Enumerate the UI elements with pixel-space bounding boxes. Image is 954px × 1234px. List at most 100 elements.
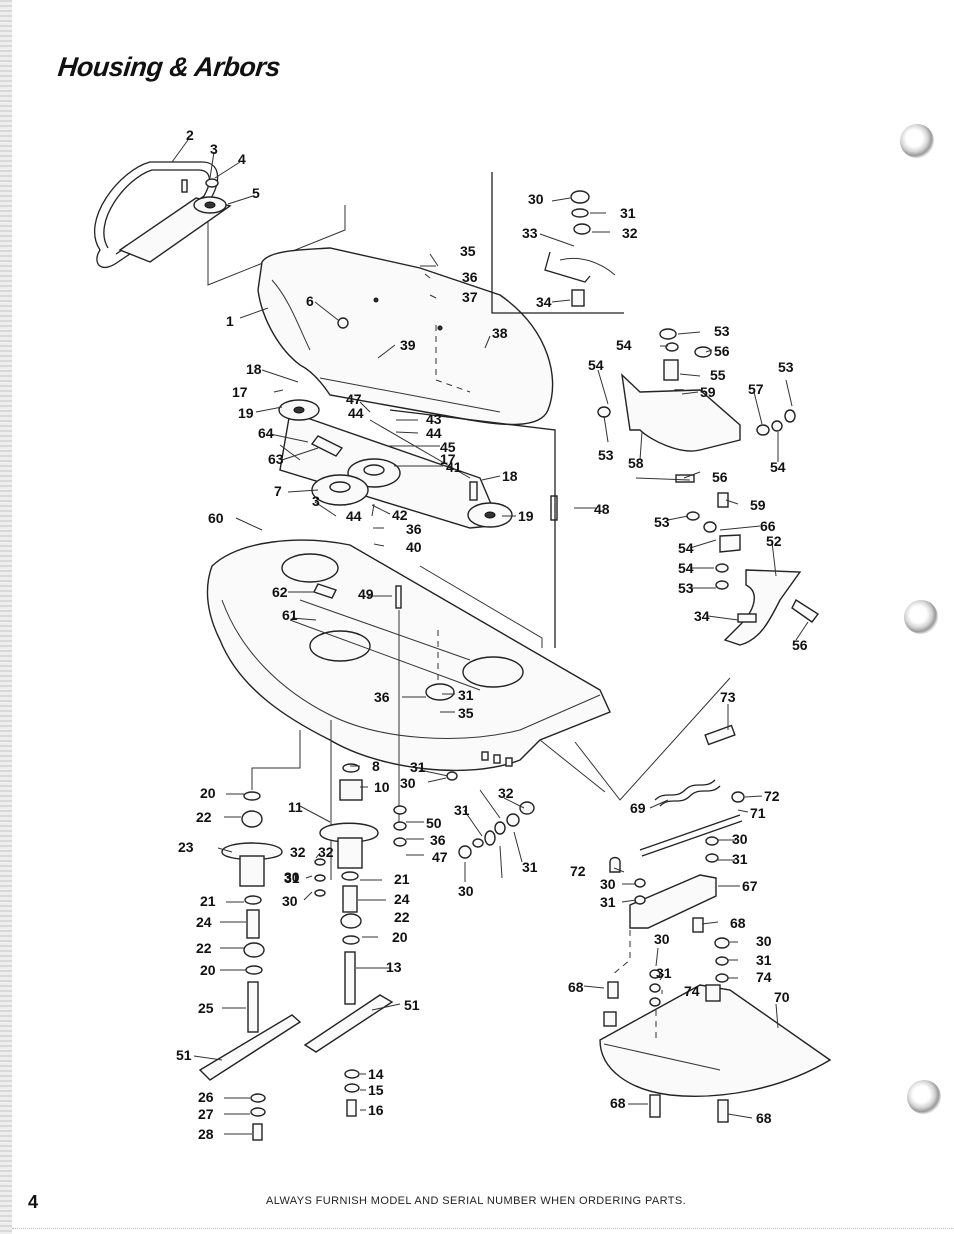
callout-labels: 2 3 4 5 1 6 7 3 8 10 11 13 14 15 16 17 1… <box>176 127 808 1142</box>
callout: 49 <box>358 586 374 602</box>
idler-pulley-assembly <box>118 178 232 263</box>
callout: 48 <box>594 501 610 517</box>
callout: 37 <box>462 289 478 305</box>
callout: 31 <box>454 802 470 818</box>
callout: 18 <box>502 468 518 484</box>
callout: 36 <box>374 689 390 705</box>
callout: 64 <box>258 425 274 441</box>
callout: 31 <box>756 952 772 968</box>
callout: 44 <box>348 405 364 421</box>
callout: 56 <box>712 469 728 485</box>
callout: 24 <box>394 891 410 907</box>
callout: 72 <box>570 863 586 879</box>
callout: 54 <box>770 459 786 475</box>
callout: 1 <box>226 313 234 329</box>
callout: 67 <box>742 878 758 894</box>
callout: 13 <box>386 959 402 975</box>
callout: 31 <box>600 894 616 910</box>
callout: 45 <box>440 439 456 455</box>
bottom-rule <box>12 1228 954 1230</box>
callout: 74 <box>756 969 772 985</box>
callout: 27 <box>198 1106 214 1122</box>
callout: 44 <box>426 425 442 441</box>
callout: 31 <box>656 965 672 981</box>
callout: 71 <box>750 805 766 821</box>
binder-hole-bottom <box>907 1080 941 1114</box>
callout: 31 <box>458 687 474 703</box>
callout: 21 <box>394 871 410 887</box>
callout: 30 <box>654 931 670 947</box>
callout: 23 <box>178 839 194 855</box>
mower-deck <box>206 539 611 772</box>
callout: 36 <box>406 521 422 537</box>
callout: 54 <box>678 560 694 576</box>
callout: 17 <box>440 451 456 467</box>
callout: 26 <box>198 1089 214 1105</box>
callout: 61 <box>282 607 298 623</box>
left-spindle-stack <box>198 791 302 1141</box>
callout: 52 <box>766 533 782 549</box>
callout: 30 <box>458 883 474 899</box>
callout: 43 <box>426 411 442 427</box>
callout: 19 <box>518 508 534 524</box>
callout: 25 <box>198 1000 214 1016</box>
callout: 28 <box>198 1126 214 1142</box>
footer-ordering-note: ALWAYS FURNISH MODEL AND SERIAL NUMBER W… <box>266 1195 687 1207</box>
callout: 72 <box>764 788 780 804</box>
callout: 44 <box>346 508 362 524</box>
callout: 20 <box>200 962 216 978</box>
callout: 41 <box>446 459 462 475</box>
callout: 62 <box>272 584 288 600</box>
callout: 30 <box>756 933 772 949</box>
callout: 34 <box>694 608 710 624</box>
callout: 2 <box>186 127 194 143</box>
callout: 32 <box>622 225 638 241</box>
deflector-bracket-group <box>597 328 820 646</box>
callout: 22 <box>196 809 212 825</box>
callout: 15 <box>368 1082 384 1098</box>
callout: 66 <box>760 518 776 534</box>
callout: 47 <box>346 391 362 407</box>
callout: 22 <box>196 940 212 956</box>
callout: 5 <box>252 185 260 201</box>
callout: 59 <box>750 497 766 513</box>
callout: 31 <box>620 205 636 221</box>
callout: 32 <box>498 785 514 801</box>
callout: 8 <box>372 758 380 774</box>
callout: 58 <box>628 455 644 471</box>
callout: 33 <box>522 225 538 241</box>
lift-linkage-group <box>599 724 832 1123</box>
callout: 73 <box>720 689 736 705</box>
callout: 3 <box>210 141 218 157</box>
callout: 68 <box>756 1110 772 1126</box>
inset-height-lever <box>544 190 616 307</box>
callout: 51 <box>404 997 420 1013</box>
callout: 16 <box>368 1102 384 1118</box>
callout: 54 <box>678 540 694 556</box>
callout: 70 <box>774 989 790 1005</box>
callout: 17 <box>232 384 248 400</box>
belt-cover <box>257 247 554 426</box>
callout: 50 <box>426 815 442 831</box>
callout: 10 <box>374 779 390 795</box>
callout: 47 <box>432 849 448 865</box>
callout: 34 <box>536 294 552 310</box>
page-number: 4 <box>28 1192 39 1212</box>
callout: 20 <box>200 785 216 801</box>
callout: 53 <box>678 580 694 596</box>
callout: 11 <box>288 799 303 815</box>
callout: 56 <box>792 637 808 653</box>
callout: 38 <box>492 325 508 341</box>
callout: 4 <box>238 151 246 167</box>
callout: 30 <box>528 191 544 207</box>
callout: 40 <box>406 539 422 555</box>
callout: 30 <box>732 831 748 847</box>
callout: 3 <box>312 493 320 509</box>
callout: 56 <box>714 343 730 359</box>
callout: 31 <box>410 759 426 775</box>
callout: 18 <box>246 361 262 377</box>
callout: 32 <box>290 844 306 860</box>
callout: 53 <box>598 447 614 463</box>
callout: 14 <box>368 1066 384 1082</box>
